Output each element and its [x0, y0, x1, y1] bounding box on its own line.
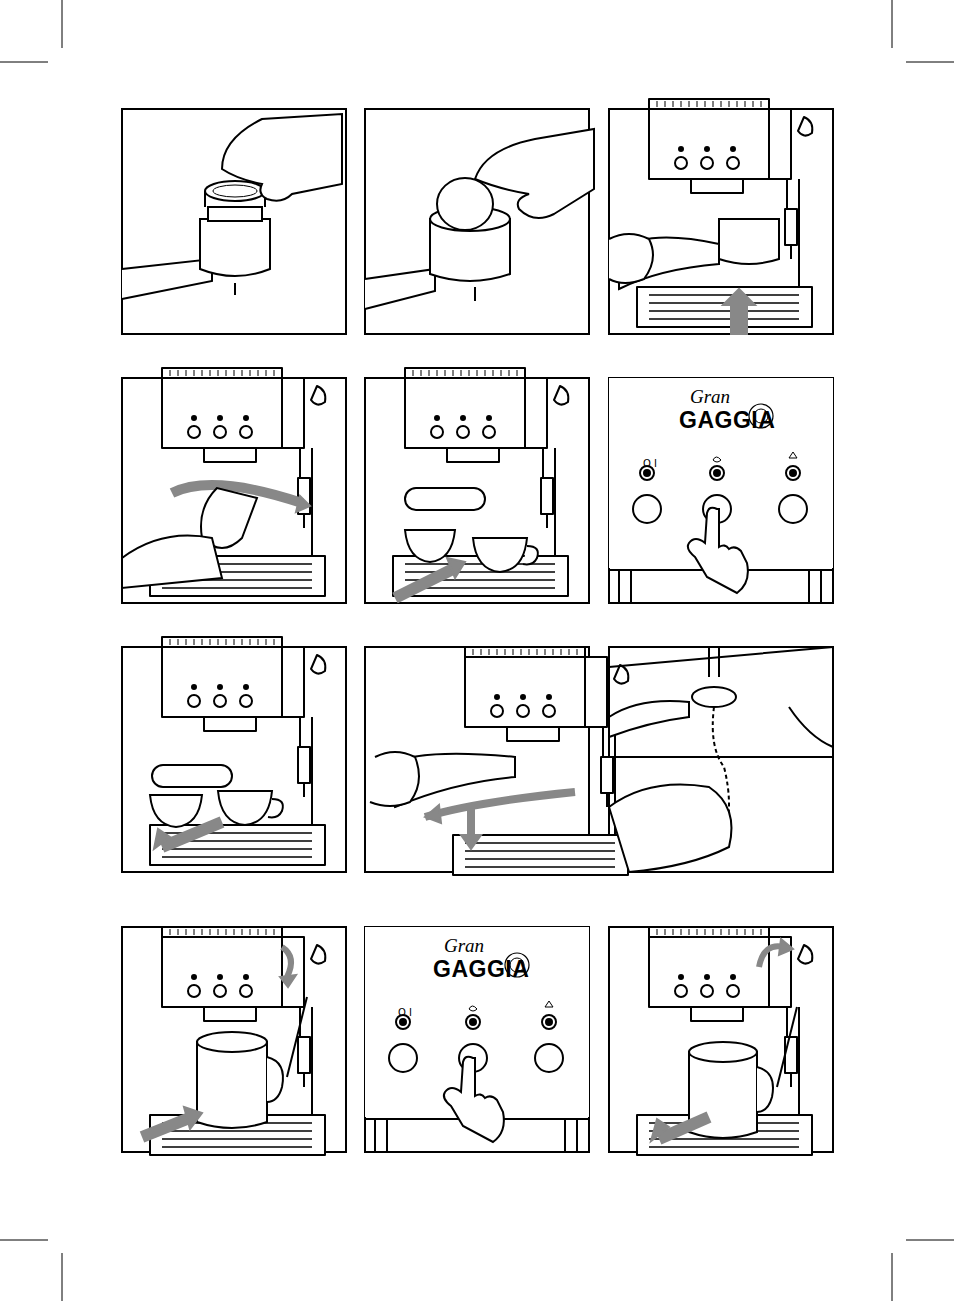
switch-label: O I — [398, 1008, 412, 1018]
brand-logo: GAGGIA — [433, 958, 529, 981]
logo-script: Gran — [444, 936, 484, 955]
logo-script: Gran — [690, 387, 730, 406]
brand-logo: GAGGIA — [679, 409, 775, 432]
switch-label: O I — [643, 459, 657, 469]
